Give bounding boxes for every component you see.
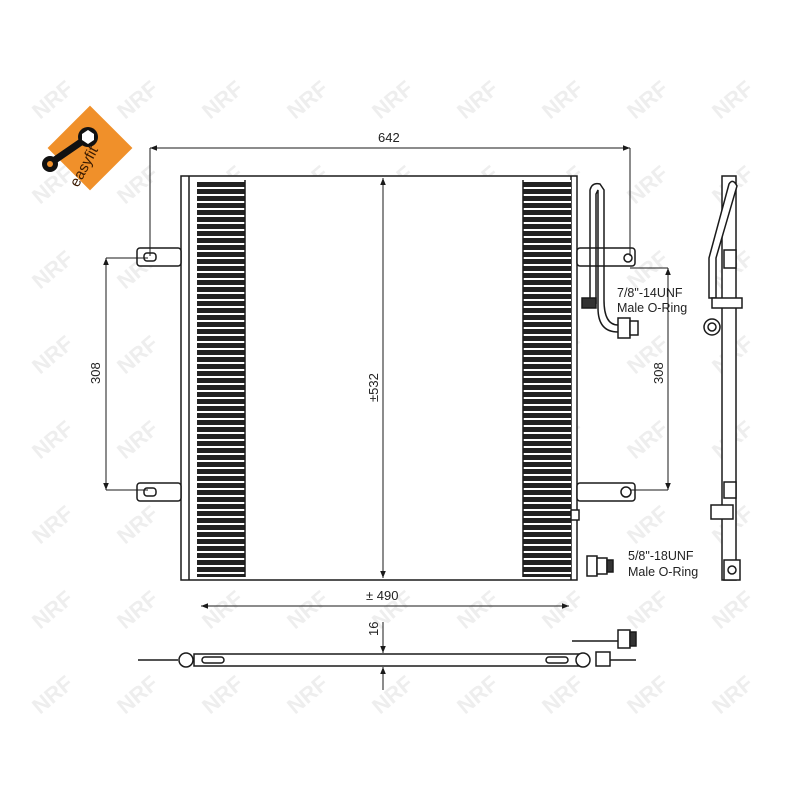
watermark-text: NRF [707,586,758,634]
watermark-text: NRF [282,76,333,124]
watermark-text: NRF [452,671,503,719]
watermark-text: NRF [537,586,588,634]
watermark-text: NRF [622,586,673,634]
watermark-text: NRF [537,76,588,124]
dim-core-height: ±532 [366,373,381,402]
dim-core-width: ± 490 [366,588,398,603]
watermark-text: NRF [707,671,758,719]
lower-connection-type: Male O-Ring [628,565,698,579]
watermark-text: NRF [27,76,78,124]
watermark-text: NRF [112,671,163,719]
watermark-text: NRF [197,76,248,124]
dim-mount-spacing-left: 308 [88,362,103,384]
watermark-text: NRF [27,586,78,634]
watermark-text: NRF [27,501,78,549]
watermark-text: NRF [197,671,248,719]
watermark-text: NRF [367,76,418,124]
watermark-text: NRF [112,501,163,549]
wrench-icon [42,127,98,172]
watermark-text: NRF [112,331,163,379]
watermark-text: NRF [452,76,503,124]
watermark-text: NRF [112,416,163,464]
watermark-text: NRF [112,161,163,209]
condenser-bottom-view [138,629,637,668]
lower-connection-thread: 5/8"-18UNF [628,549,694,563]
watermark-text: NRF [622,416,673,464]
upper-connection-type: Male O-Ring [617,301,687,315]
watermark-text: NRF [282,586,333,634]
watermark-text: NRF [112,586,163,634]
watermark-text: NRF [27,416,78,464]
dimension-lines [103,145,671,690]
watermark-text: NRF [622,671,673,719]
watermark-text: NRF [537,671,588,719]
dim-overall-width: 642 [378,130,400,145]
condenser-front-view [136,175,639,581]
watermark-text: NRF [197,586,248,634]
condenser-side-view [703,175,743,581]
watermark-text: NRF [452,586,503,634]
watermark-text: NRF [282,671,333,719]
watermark-text: NRF [27,331,78,379]
watermark-text: NRF [367,671,418,719]
watermark-text: NRF [112,76,163,124]
watermark-text: NRF [622,501,673,549]
watermark-text: NRF [707,76,758,124]
watermark-text: NRF [622,76,673,124]
watermark-text: NRF [27,246,78,294]
watermark-text: NRF [27,671,78,719]
dim-thickness: 16 [366,622,381,636]
upper-connection-thread: 7/8"-14UNF [617,286,683,300]
dim-mount-spacing-right: 308 [651,362,666,384]
